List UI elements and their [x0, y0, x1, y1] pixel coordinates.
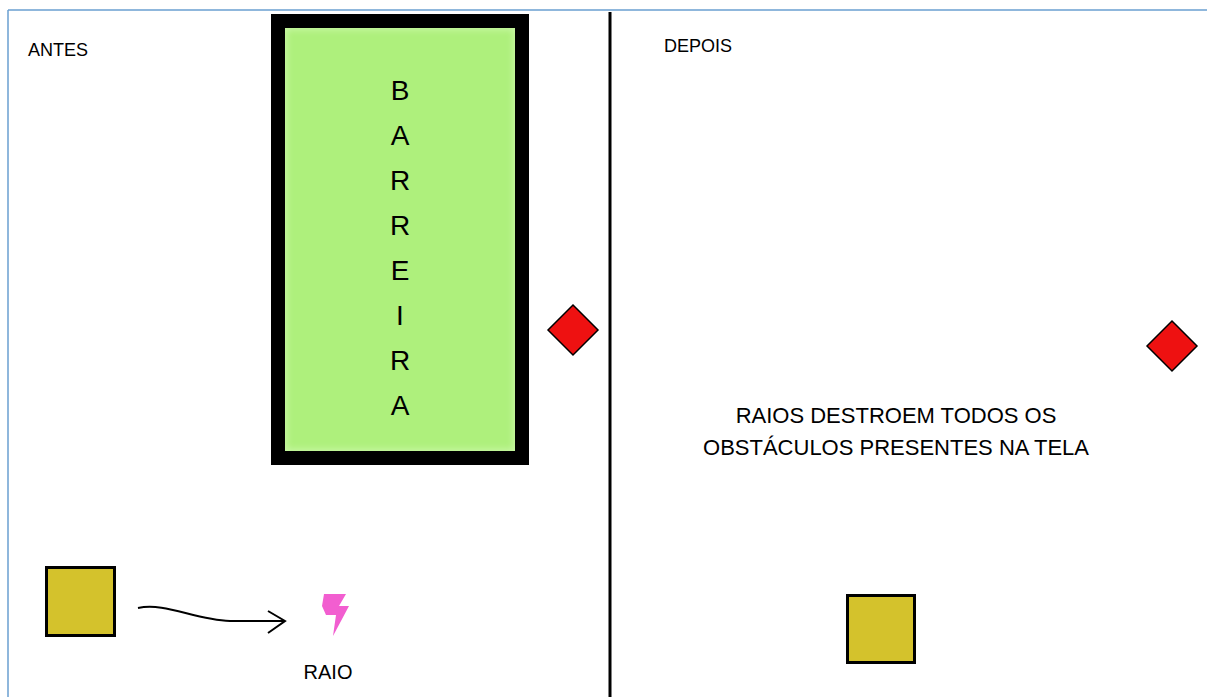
panel-divider	[609, 12, 612, 697]
enemy-diamond	[1147, 321, 1197, 371]
barrier-label: BARREIRA	[389, 68, 411, 428]
lightning-bolt	[322, 594, 349, 636]
frame-line	[7, 10, 9, 697]
arrow-head	[268, 611, 285, 633]
note-text: RAIOS DESTROEM TODOS OS OBSTÁCULOS PRESE…	[696, 400, 1096, 464]
item-label: RAIO	[298, 661, 358, 684]
player-square	[848, 596, 915, 663]
panel-title: DEPOIS	[664, 36, 732, 57]
barrier-block: BARREIRA	[271, 14, 529, 465]
panel-title: ANTES	[28, 40, 88, 61]
player-square	[47, 568, 115, 636]
frame-line	[8, 9, 1207, 11]
move-arrow	[138, 607, 284, 621]
enemy-diamond	[548, 305, 598, 355]
barrier-fill: BARREIRA	[285, 28, 515, 451]
